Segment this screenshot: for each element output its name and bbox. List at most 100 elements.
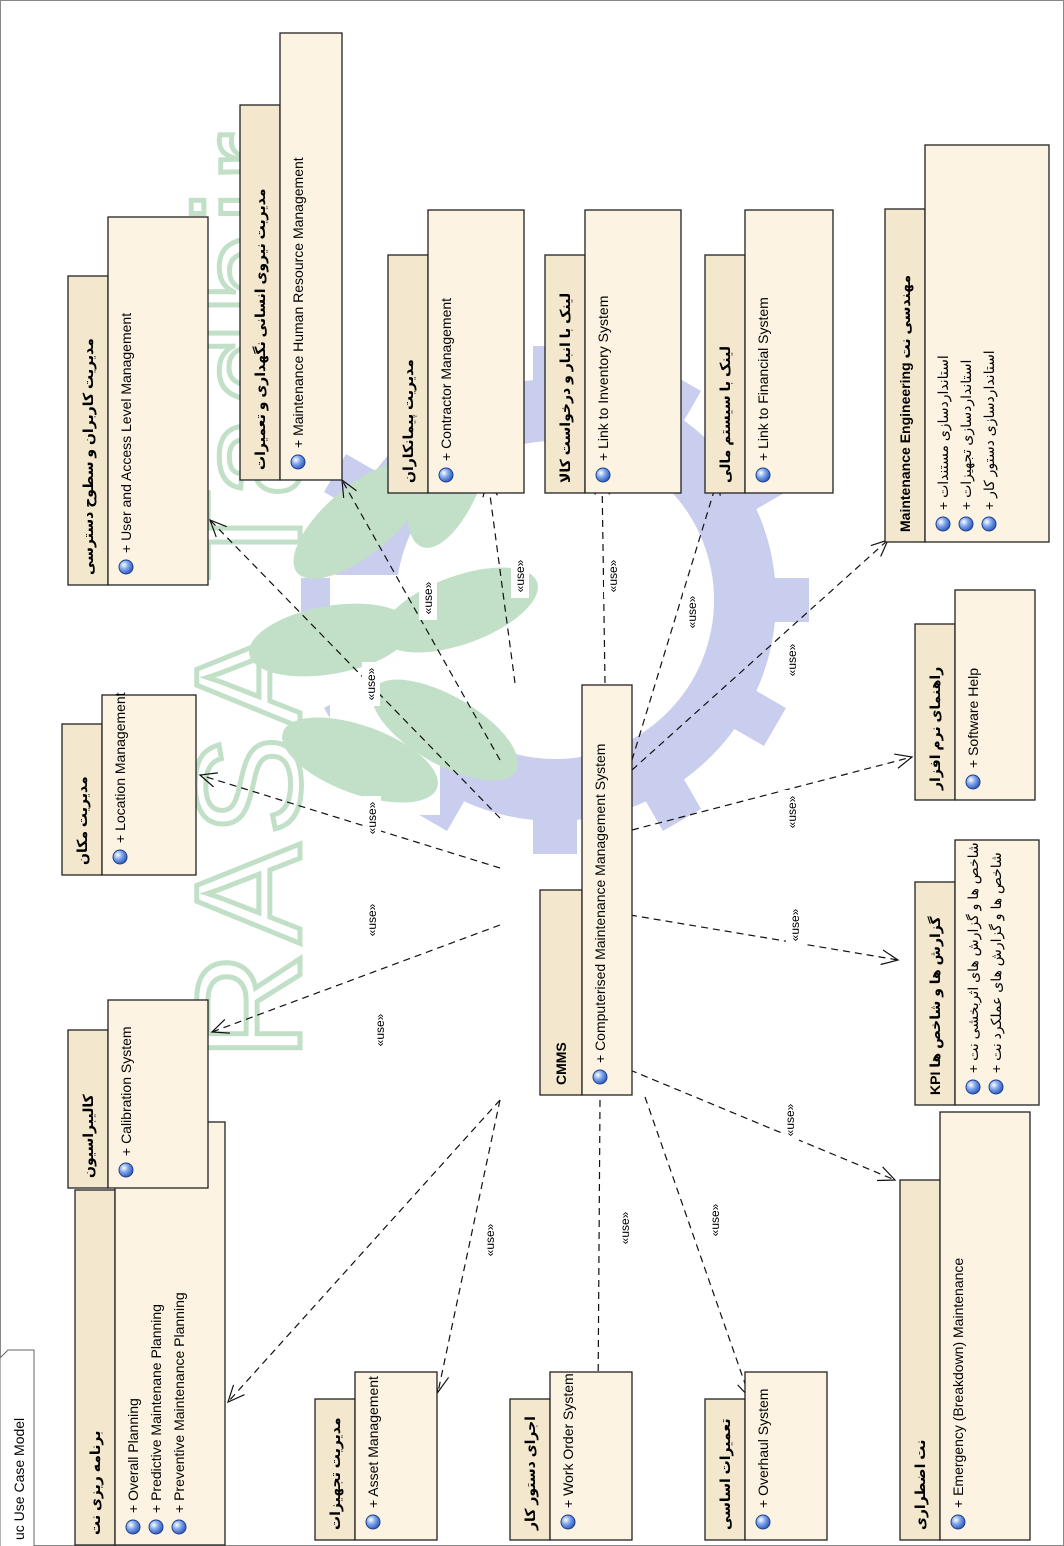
package-body xyxy=(581,684,633,1096)
package-overhaul: تعمیرات اساسی+ Overhaul System xyxy=(704,1371,828,1541)
package-location: مدیریت مکان+ Location Management xyxy=(61,692,197,876)
use-stereotype-label: «use» xyxy=(788,908,802,941)
package-tab xyxy=(239,104,281,481)
dependency-line xyxy=(437,1099,501,1393)
package-calibration: کالیبراسیون + Calibration System xyxy=(67,999,209,1189)
use-case-icon xyxy=(958,516,974,532)
frame-label-tab xyxy=(0,1349,35,1546)
dependency-line xyxy=(211,924,501,1033)
use-case-icon xyxy=(171,1519,187,1535)
use-case-icon xyxy=(118,1162,134,1178)
arrowhead xyxy=(208,518,227,538)
use-dependency: «use» xyxy=(590,1099,634,1400)
package-tab xyxy=(67,1029,109,1189)
use-case-label: + استانداردسازی دستور کار xyxy=(981,350,998,510)
use-case-item: + Work Order System xyxy=(560,1373,576,1530)
use-case-label: + Preventive Maintenance Planning xyxy=(171,1292,187,1513)
use-case-icon xyxy=(935,516,951,532)
use-case-icon xyxy=(112,849,128,865)
use-case-icon xyxy=(290,454,306,470)
use-dependency: «use» xyxy=(594,476,622,684)
use-stereotype-label: «use» xyxy=(685,595,699,628)
package-tab xyxy=(914,623,956,801)
use-case-icon xyxy=(125,1519,141,1535)
package-name: برنامه ریزی نت xyxy=(87,1431,104,1535)
label-bg xyxy=(604,554,622,598)
use-dependency: «use» xyxy=(631,476,721,761)
package-tab xyxy=(544,254,586,494)
package-tab xyxy=(61,723,103,876)
package-kpi: گزارش ها و شاخص ها KPI + شاخص ها و گزارش … xyxy=(914,839,1040,1106)
package-body xyxy=(744,209,834,494)
use-case-item: + User and Access Level Management xyxy=(118,313,134,575)
package-body xyxy=(924,144,1050,543)
package-name: مدیریت نیروی انسانی نگهداری و تعمیرات xyxy=(252,189,269,470)
label-bg xyxy=(371,1008,389,1052)
package-tab xyxy=(704,254,746,494)
use-dependency: «use» xyxy=(631,539,890,771)
use-case-icon xyxy=(148,1519,164,1535)
use-case-item: + Overall Planning xyxy=(125,1398,141,1535)
use-case-icon xyxy=(118,559,134,575)
use-case-item: + Link to Financial System xyxy=(755,297,771,483)
package-name: تعمیرات اساسی xyxy=(717,1419,734,1530)
label-bg xyxy=(419,576,437,620)
use-case-item: + شاخص ها و گزارش های عملکرد نت xyxy=(988,852,1005,1095)
package-body xyxy=(584,209,682,494)
use-case-label: + شاخص ها و گزارش های اثربخشی نت xyxy=(965,842,982,1073)
use-case-icon xyxy=(365,1514,381,1530)
package-tab xyxy=(704,1398,746,1541)
package-body xyxy=(114,1121,226,1546)
use-case-label: + استانداردسازی مستندات xyxy=(935,355,952,510)
use-case-item: + استانداردسازی دستور کار xyxy=(981,350,998,532)
use-dependency: «use» xyxy=(198,772,501,869)
package-tab xyxy=(884,208,926,543)
use-case-item: + Asset Management xyxy=(365,1376,381,1530)
use-dependency: «use» xyxy=(433,1099,501,1394)
package-name: راهنمای نرم افزار xyxy=(927,667,944,791)
package-name: کالیبراسیون xyxy=(80,1093,97,1178)
package-body xyxy=(549,1371,633,1541)
use-dependency: «use» xyxy=(341,478,501,761)
use-case-label: + Emergency (Breakdown) Maintenance xyxy=(950,1258,966,1508)
use-case-icon xyxy=(438,467,454,483)
arrowhead xyxy=(227,1384,245,1404)
package-asset: مدیریت تجهیزات+ Asset Management xyxy=(314,1371,438,1541)
package-body xyxy=(107,999,209,1189)
use-stereotype-label: «use» xyxy=(783,1103,797,1136)
label-bg xyxy=(783,790,801,834)
package-name: لینک با سیستم مالی xyxy=(717,346,733,483)
use-case-item: + Calibration System xyxy=(118,1026,134,1178)
use-stereotype-label: «use» xyxy=(483,1223,497,1256)
package-tab xyxy=(387,254,429,494)
use-case-label: + استانداردسازی تجهیزات xyxy=(958,360,975,510)
label-bg xyxy=(706,1198,724,1242)
use-case-label: + User and Access Level Management xyxy=(118,313,134,553)
label-bg xyxy=(363,898,381,942)
package-engineering: مهندسی نت Maintenance Engineering+ استان… xyxy=(884,144,1050,543)
package-tab xyxy=(509,1398,551,1541)
use-case-label: + Overall Planning xyxy=(125,1398,141,1513)
use-case-label: + Work Order System xyxy=(560,1373,576,1508)
use-case-label: + Maintenance Human Resource Management xyxy=(290,157,306,448)
package-body xyxy=(101,694,197,876)
package-useraccess: مدیریت کاربران و سطوح دسترسی+ User and A… xyxy=(67,216,209,586)
package-name: اجرای دستور کار xyxy=(522,1416,539,1531)
package-name: گزارش ها و شاخص ها KPI xyxy=(927,915,944,1095)
use-case-label: + Predictive Maintenane Planning xyxy=(148,1304,164,1513)
dependency-line xyxy=(629,1069,896,1181)
use-case-icon xyxy=(950,1514,966,1530)
package-tab xyxy=(539,889,583,1096)
package-body xyxy=(107,216,209,586)
use-dependency: «use» xyxy=(629,1069,897,1182)
use-case-icon xyxy=(592,1069,608,1085)
dependency-line xyxy=(487,479,516,684)
use-case-icon xyxy=(595,467,611,483)
label-bg xyxy=(781,1098,799,1142)
label-bg xyxy=(363,796,381,840)
package-body xyxy=(427,209,525,494)
use-dependency: «use» xyxy=(482,478,529,684)
use-stereotype-label: «use» xyxy=(513,559,527,592)
